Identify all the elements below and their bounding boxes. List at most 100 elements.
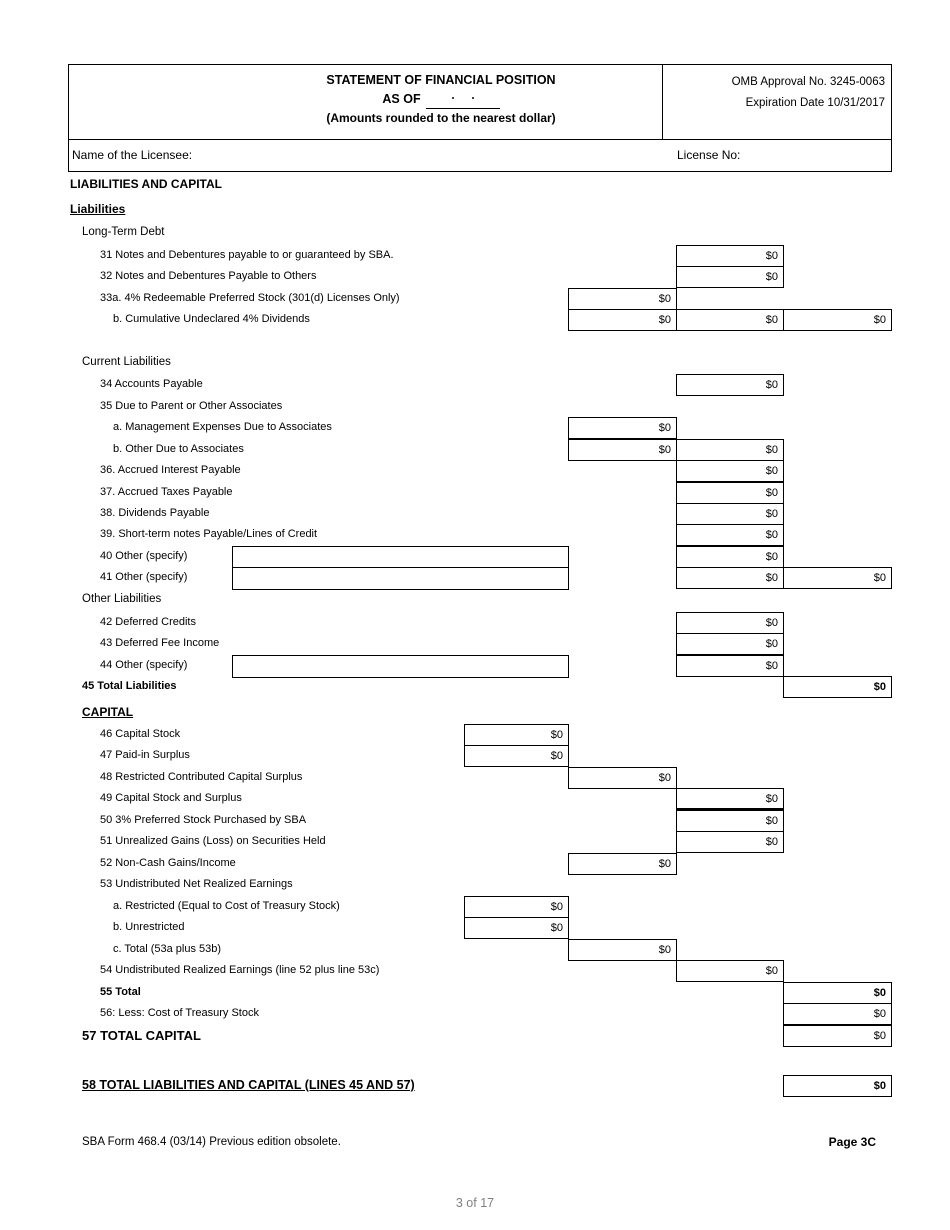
row-39: 39. Short-term notes Payable/Lines of Cr… [0, 524, 950, 546]
row-56-value-field[interactable]: $0 [783, 1003, 892, 1025]
row-40-value-field[interactable]: $0 [676, 546, 784, 568]
row-46-value-field[interactable]: $0 [464, 724, 569, 746]
row-43: 43 Deferred Fee Income $0 [0, 633, 950, 655]
row-33b-value-field-1[interactable]: $0 [568, 309, 677, 331]
section-title: Liabilities [70, 202, 126, 216]
form-title-block: STATEMENT OF FINANCIAL POSITION AS OF (A… [69, 71, 813, 128]
subsection-title: Long-Term Debt [82, 226, 165, 238]
row-49-label: 49 Capital Stock and Surplus [100, 792, 242, 804]
row-47-value-field[interactable]: $0 [464, 745, 569, 767]
omb-block: OMB Approval No. 3245-0063 Expiration Da… [662, 65, 891, 140]
row-33b: b. Cumulative Undeclared 4% Dividends $0… [0, 309, 950, 331]
row-40-specify-field[interactable] [232, 546, 569, 569]
row-32-value-field[interactable]: $0 [676, 266, 784, 288]
row-47: 47 Paid-in Surplus $0 [0, 745, 950, 767]
omb-expiration-date: Expiration Date 10/31/2017 [745, 97, 885, 109]
row-35-label: 35 Due to Parent or Other Associates [100, 400, 283, 412]
row-34: 34 Accounts Payable $0 [0, 374, 950, 396]
row-51: 51 Unrealized Gains (Loss) on Securities… [0, 831, 950, 853]
row-33b-value-field-3[interactable]: $0 [783, 309, 892, 331]
row-35a-value-field[interactable]: $0 [568, 417, 677, 439]
row-33b-value-field-2[interactable]: $0 [676, 309, 784, 331]
row-48: 48 Restricted Contributed Capital Surplu… [0, 767, 950, 789]
as-of-date-field[interactable] [425, 95, 500, 109]
row-57-label: 57 TOTAL CAPITAL [82, 1028, 201, 1043]
row-58-label: 58 TOTAL LIABILITIES AND CAPITAL (LINES … [82, 1078, 415, 1092]
row-41-specify-field[interactable] [232, 567, 569, 590]
row-38: 38. Dividends Payable $0 [0, 503, 950, 525]
row-53a: a. Restricted (Equal to Cost of Treasury… [0, 896, 950, 918]
form-header-box: STATEMENT OF FINANCIAL POSITION AS OF (A… [68, 64, 892, 172]
row-34-label: 34 Accounts Payable [100, 378, 203, 390]
row-44-specify-field[interactable] [232, 655, 569, 678]
row-51-label: 51 Unrealized Gains (Loss) on Securities… [100, 835, 326, 847]
row-56-label: 56: Less: Cost of Treasury Stock [100, 1007, 259, 1019]
row-38-value-field[interactable]: $0 [676, 503, 784, 525]
row-46-label: 46 Capital Stock [100, 728, 181, 740]
row-37: 37. Accrued Taxes Payable $0 [0, 482, 950, 504]
subsection-title: Current Liabilities [82, 356, 171, 368]
row-54-value-field[interactable]: $0 [676, 960, 784, 982]
row-37-label: 37. Accrued Taxes Payable [100, 486, 233, 498]
row-42-value-field[interactable]: $0 [676, 612, 784, 634]
row-37-value-field[interactable]: $0 [676, 482, 784, 504]
row-54-label: 54 Undistributed Realized Earnings (line… [100, 964, 380, 976]
row-45-total-liabilities: 45 Total Liabilities $0 [0, 676, 950, 698]
row-50-label: 50 3% Preferred Stock Purchased by SBA [100, 814, 307, 826]
subsection-title: Other Liabilities [82, 593, 162, 605]
row-41: 41 Other (specify) $0 $0 [0, 567, 950, 590]
row-53a-value-field[interactable]: $0 [464, 896, 569, 918]
section-liabilities-and-capital: LIABILITIES AND CAPITAL [0, 177, 950, 199]
row-39-value-field[interactable]: $0 [676, 524, 784, 546]
row-55-value-field[interactable]: $0 [783, 982, 892, 1004]
row-35b-value-field-2[interactable]: $0 [676, 439, 784, 461]
row-39-label: 39. Short-term notes Payable/Lines of Cr… [100, 528, 318, 540]
row-53b-label: b. Unrestricted [113, 921, 185, 933]
as-of-line: AS OF [69, 90, 813, 109]
row-33b-label: b. Cumulative Undeclared 4% Dividends [113, 313, 310, 325]
row-55-total: 55 Total $0 [0, 982, 950, 1004]
row-35a: a. Management Expenses Due to Associates… [0, 417, 950, 439]
row-31-label: 31 Notes and Debentures payable to or gu… [100, 249, 394, 261]
row-43-label: 43 Deferred Fee Income [100, 637, 220, 649]
pdf-page-indicator: 3 of 17 [455, 1196, 495, 1210]
row-34-value-field[interactable]: $0 [676, 374, 784, 396]
row-41-value-field-1[interactable]: $0 [676, 567, 784, 589]
row-53c-label: c. Total (53a plus 53b) [113, 943, 222, 955]
row-41-label: 41 Other (specify) [100, 571, 188, 583]
subsection-long-term-debt: Long-Term Debt [0, 226, 950, 248]
license-no-label: License No: [677, 148, 741, 162]
omb-approval-number: OMB Approval No. 3245-0063 [731, 76, 885, 88]
row-48-label: 48 Restricted Contributed Capital Surplu… [100, 771, 303, 783]
row-36: 36. Accrued Interest Payable $0 [0, 460, 950, 482]
row-36-value-field[interactable]: $0 [676, 460, 784, 482]
row-33a: 33a. 4% Redeemable Preferred Stock (301(… [0, 288, 950, 310]
row-56: 56: Less: Cost of Treasury Stock $0 [0, 1003, 950, 1025]
row-57-value-field[interactable]: $0 [783, 1025, 892, 1047]
row-35b-value-field-1[interactable]: $0 [568, 439, 677, 461]
row-33a-label: 33a. 4% Redeemable Preferred Stock (301(… [100, 292, 400, 304]
row-49-value-field[interactable]: $0 [676, 788, 784, 810]
row-48-value-field[interactable]: $0 [568, 767, 677, 789]
row-46: 46 Capital Stock $0 [0, 724, 950, 746]
row-52-value-field[interactable]: $0 [568, 853, 677, 875]
row-31-value-field[interactable]: $0 [676, 245, 784, 267]
row-41-value-field-2[interactable]: $0 [783, 567, 892, 589]
row-52: 52 Non-Cash Gains/Income $0 [0, 853, 950, 875]
row-52-label: 52 Non-Cash Gains/Income [100, 857, 236, 869]
row-43-value-field[interactable]: $0 [676, 633, 784, 655]
row-49: 49 Capital Stock and Surplus $0 [0, 788, 950, 810]
row-58-value-field[interactable]: $0 [783, 1075, 892, 1097]
row-51-value-field[interactable]: $0 [676, 831, 784, 853]
row-53c-value-field[interactable]: $0 [568, 939, 677, 961]
form-subtitle: (Amounts rounded to the nearest dollar) [326, 111, 556, 125]
row-44-value-field[interactable]: $0 [676, 655, 784, 677]
row-54: 54 Undistributed Realized Earnings (line… [0, 960, 950, 982]
row-45-label: 45 Total Liabilities [82, 680, 177, 692]
row-50-value-field[interactable]: $0 [676, 810, 784, 832]
row-33a-value-field[interactable]: $0 [568, 288, 677, 310]
row-35a-label: a. Management Expenses Due to Associates [113, 421, 332, 433]
row-45-value-field[interactable]: $0 [783, 676, 892, 698]
row-42: 42 Deferred Credits $0 [0, 612, 950, 634]
row-53b-value-field[interactable]: $0 [464, 917, 569, 939]
